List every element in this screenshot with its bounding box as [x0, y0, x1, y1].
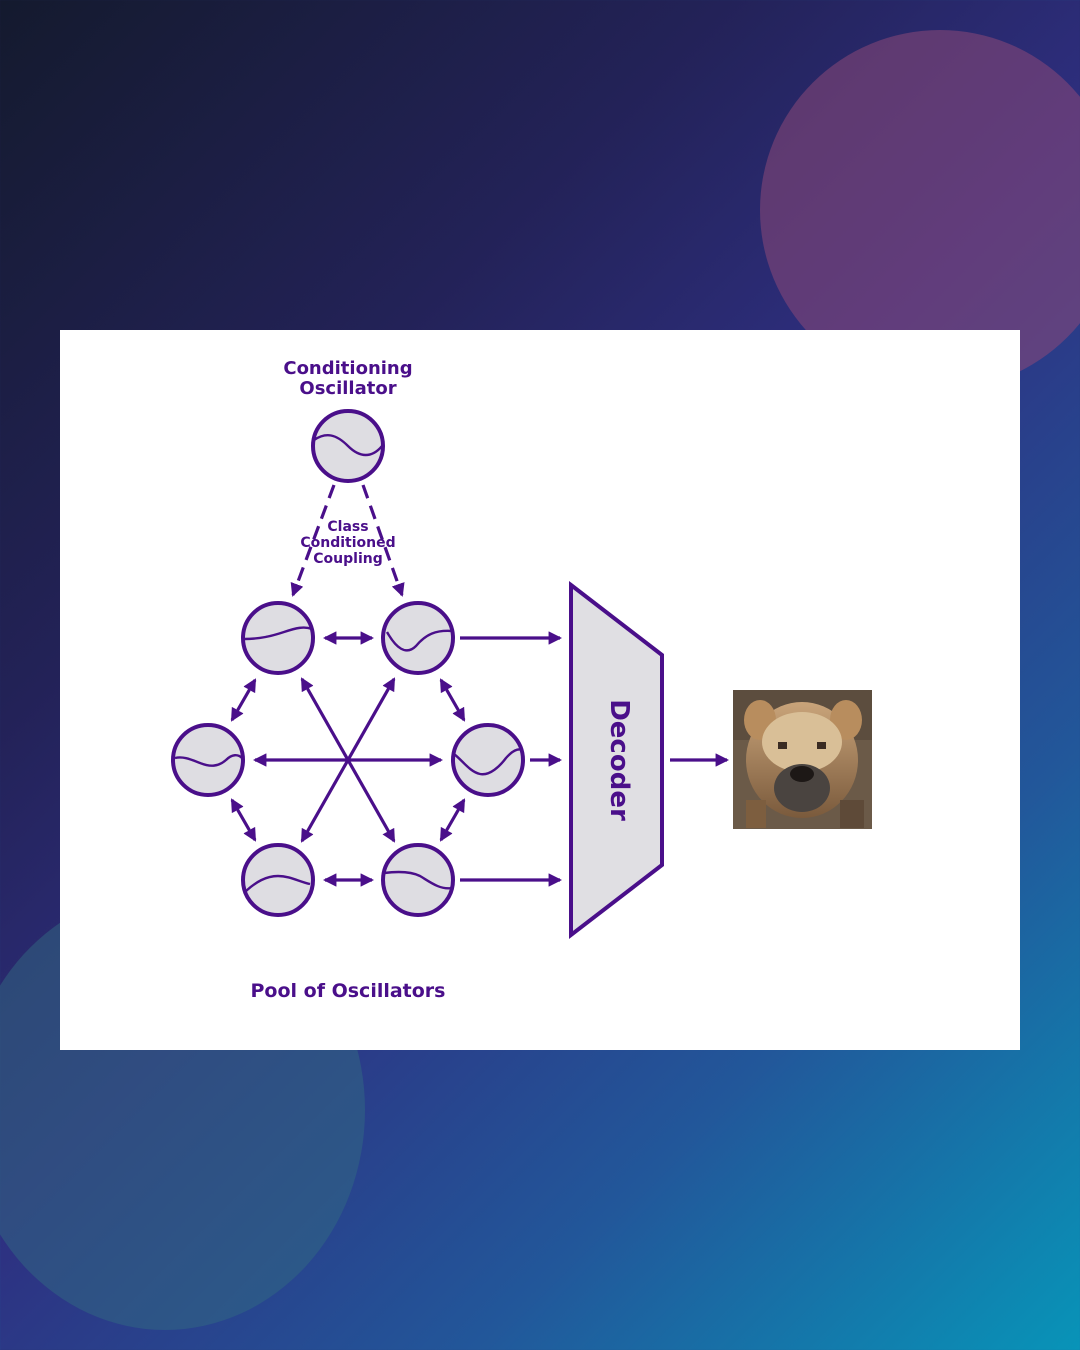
edge-lower-right [441, 800, 464, 840]
oscillator-diagram: Conditioning Oscillator Class Conditione… [60, 330, 1020, 1050]
conditioning-title-line1: Conditioning [283, 358, 412, 379]
pool-label: Pool of Oscillators [251, 980, 446, 1002]
conditioning-title-line2: Oscillator [299, 378, 396, 399]
oscillator-node-left [173, 725, 243, 795]
edge-upper-left [232, 680, 255, 720]
oscillator-node-right [453, 725, 523, 795]
oscillator-node-bottom-left [243, 845, 313, 915]
conditioning-oscillator [313, 411, 383, 481]
coupling-label-line3: Coupling [313, 551, 382, 567]
diagram-card: Conditioning Oscillator Class Conditione… [60, 330, 1020, 1050]
output-dog-image [733, 690, 872, 829]
coupling-label-line2: Conditioned [300, 535, 395, 551]
coupling-label-line1: Class [327, 519, 368, 535]
edge-lower-left [232, 800, 255, 840]
decoder-label: Decoder [604, 699, 634, 821]
oscillator-node-top-left [243, 603, 313, 673]
decoder-block: Decoder [571, 585, 662, 935]
oscillator-node-bottom-right [383, 845, 453, 915]
edge-upper-right [441, 680, 464, 720]
oscillator-node-top-right [383, 603, 453, 673]
